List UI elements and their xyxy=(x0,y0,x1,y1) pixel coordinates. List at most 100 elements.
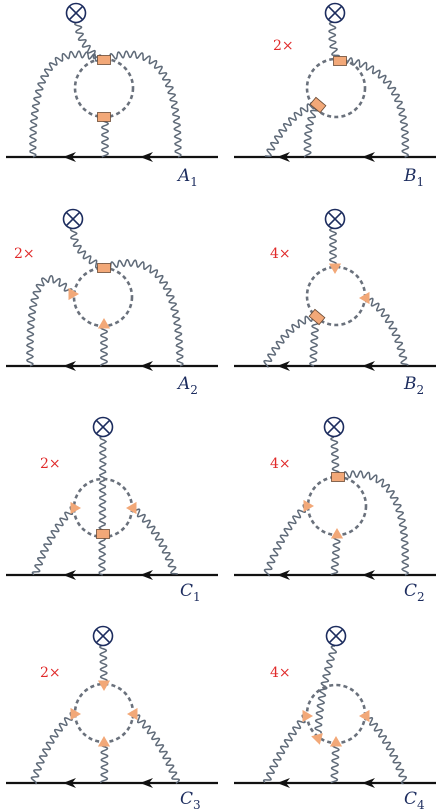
vertex-C1-right xyxy=(126,501,137,515)
vertex-C4-right xyxy=(359,709,370,723)
photon-C4-left xyxy=(262,714,307,784)
photon-C4-external xyxy=(314,645,338,734)
external-field-C2-stroke-2 xyxy=(326,419,342,435)
fermion-line-A2-arrow-1 xyxy=(63,361,76,371)
vertex-B2-right xyxy=(359,291,370,305)
fermion-line-C3-arrow-2 xyxy=(140,778,153,788)
multiplicity-B2: 4× xyxy=(270,246,291,262)
photon-C1-vertical xyxy=(98,435,107,576)
photon-C2-right xyxy=(339,470,410,576)
fermion-line-C2-arrow-2 xyxy=(362,570,375,580)
diagram-label-B1: B1 xyxy=(403,166,424,189)
multiplicity-A2: 2× xyxy=(14,246,35,262)
fermion-line-C2-arrow-1 xyxy=(277,570,290,580)
photon-C4-bottom xyxy=(330,743,340,784)
vertex-C3-left xyxy=(70,707,81,721)
photon-A2-bottom xyxy=(100,325,108,367)
photon-A1-left xyxy=(29,50,104,158)
external-field-A1-stroke-2 xyxy=(68,5,84,21)
photon-C2-left xyxy=(263,503,308,577)
fermion-line-A1-arrow-2 xyxy=(140,152,153,162)
vertex-C4-bottom xyxy=(329,736,343,747)
fermion-line-C4-arrow-2 xyxy=(362,778,375,788)
external-field-C1-stroke-2 xyxy=(95,419,111,435)
photon-C3-bottom xyxy=(100,742,109,784)
vertex-C2-top xyxy=(331,472,345,482)
multiplicity-B1: 2× xyxy=(273,38,294,54)
vertex-C3-top xyxy=(97,680,111,691)
fermion-loop-A2 xyxy=(72,266,134,328)
photon-A2-external xyxy=(69,227,104,270)
external-field-B1-stroke-2 xyxy=(327,5,343,21)
fermion-line-B2-arrow-2 xyxy=(362,361,375,371)
photon-A2-right xyxy=(102,259,184,367)
photon-A1-external xyxy=(74,21,102,64)
fermion-line-C4-arrow-1 xyxy=(277,778,290,788)
vertex-B2-left xyxy=(308,308,326,326)
diagram-drawing-layer xyxy=(6,2,436,788)
photon-C3-external xyxy=(99,644,108,685)
vertex-B1-left xyxy=(309,96,327,114)
fermion-loop-C3 xyxy=(73,682,135,744)
photon-B2-mid xyxy=(309,316,320,367)
photon-B2-right xyxy=(364,297,409,366)
photon-C3-left xyxy=(30,711,75,785)
vertex-C2-bottom xyxy=(330,528,344,539)
vertex-B1-top xyxy=(333,56,347,66)
vertex-C2-left xyxy=(303,499,314,513)
diagram-label-A2: A2 xyxy=(176,374,198,397)
multiplicity-C2: 4× xyxy=(270,456,291,472)
photon-C1-left xyxy=(31,506,75,576)
vertex-C3-right xyxy=(127,707,138,721)
diagram-label-A1: A1 xyxy=(176,166,198,189)
fermion-line-A1-arrow-1 xyxy=(63,152,76,162)
diagram-label-C4: C4 xyxy=(404,789,425,810)
vertex-C1-left xyxy=(70,501,81,515)
fermion-line-B2-arrow-1 xyxy=(277,361,290,371)
vertex-B2-top xyxy=(328,263,342,274)
vertex-A1-top xyxy=(97,55,111,65)
photon-C4-right xyxy=(364,715,408,785)
photon-B1-right xyxy=(344,57,410,158)
vertex-C4-left xyxy=(302,709,313,723)
photon-C3-right xyxy=(131,713,180,784)
external-field-C4-stroke-2 xyxy=(328,628,344,644)
photon-B1-mid xyxy=(303,102,319,158)
multiplicity-C1: 2× xyxy=(40,456,61,472)
vertex-A2-left xyxy=(68,287,79,301)
photon-B1-left xyxy=(264,100,319,158)
fermion-loop-C4 xyxy=(305,683,367,745)
external-field-C3-stroke-2 xyxy=(95,628,111,644)
photon-B1-external xyxy=(328,21,340,63)
fermion-line-A2-arrow-2 xyxy=(140,361,153,371)
fermion-line-C3-arrow-1 xyxy=(63,778,76,788)
fermion-line-B1-arrow-1 xyxy=(277,152,290,162)
diagram-label-C2: C2 xyxy=(404,581,425,604)
photon-A2-left xyxy=(26,274,73,367)
fermion-line-C1-arrow-2 xyxy=(140,570,153,580)
photon-A1-bottom xyxy=(101,117,109,158)
external-field-A2-stroke-2 xyxy=(65,211,81,227)
multiplicity-C4: 4× xyxy=(270,665,291,681)
photon-A1-right xyxy=(101,50,182,158)
photon-C2-bottom xyxy=(330,535,341,576)
vertex-A2-bottom xyxy=(97,318,111,329)
fermion-line-B1-arrow-2 xyxy=(362,152,375,162)
vertex-C4-inner xyxy=(311,733,323,745)
fermion-loop-C2 xyxy=(306,475,368,537)
fermion-line-C1-arrow-1 xyxy=(63,570,76,580)
diagram-label-B2: B2 xyxy=(403,374,424,397)
vertex-A2-top xyxy=(97,263,111,273)
external-field-B2-stroke-2 xyxy=(327,211,343,227)
diagram-label-C1: C1 xyxy=(180,581,201,604)
photon-B2-external xyxy=(329,227,337,267)
vertex-C1-bottom xyxy=(96,529,110,539)
photon-C2-external xyxy=(330,436,340,477)
multiplicity-C3: 2× xyxy=(40,665,61,681)
photon-B2-left xyxy=(263,313,317,368)
vertex-A1-bottom xyxy=(97,112,111,122)
diagram-label-C3: C3 xyxy=(180,789,201,810)
vertex-C3-bottom xyxy=(97,736,111,747)
fermion-loop-B1 xyxy=(305,57,367,119)
